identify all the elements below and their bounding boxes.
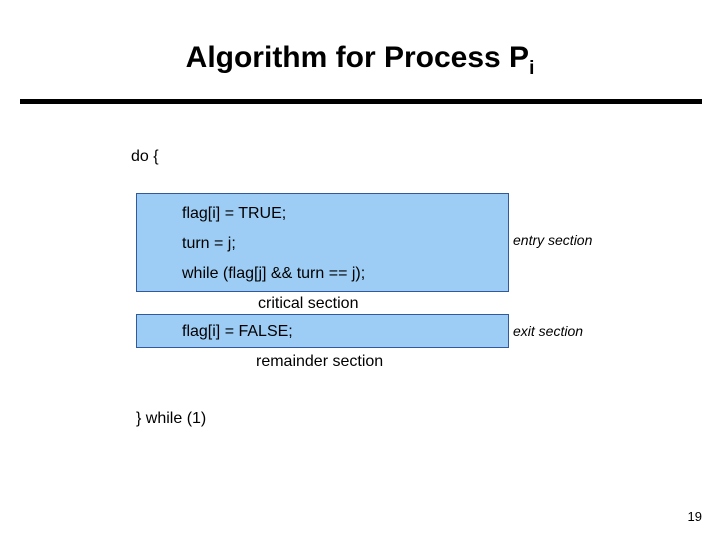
code-do-open: do { (131, 148, 159, 165)
critical-section-label: critical section (258, 295, 359, 312)
entry-section-annotation: entry section (513, 232, 593, 248)
code-while-close: } while (1) (136, 410, 207, 427)
exit-section-box: flag[i] = FALSE; (136, 314, 509, 348)
page-number: 19 (687, 509, 702, 524)
page-title: Algorithm for Process Pi (0, 38, 720, 82)
remainder-section-label: remainder section (256, 353, 384, 370)
exit-section-annotation: exit section (513, 323, 584, 339)
code-line: while (flag[j] && turn == j); (182, 265, 366, 282)
entry-section-box: flag[i] = TRUE; turn = j; while (flag[j]… (136, 193, 509, 292)
page-title-main: Algorithm for Process P (185, 41, 530, 74)
code-line: turn = j; (182, 235, 236, 252)
title-divider (20, 99, 702, 104)
page-title-subscript: i (529, 58, 535, 79)
code-line: flag[i] = TRUE; (182, 205, 287, 222)
code-line: flag[i] = FALSE; (182, 323, 293, 340)
